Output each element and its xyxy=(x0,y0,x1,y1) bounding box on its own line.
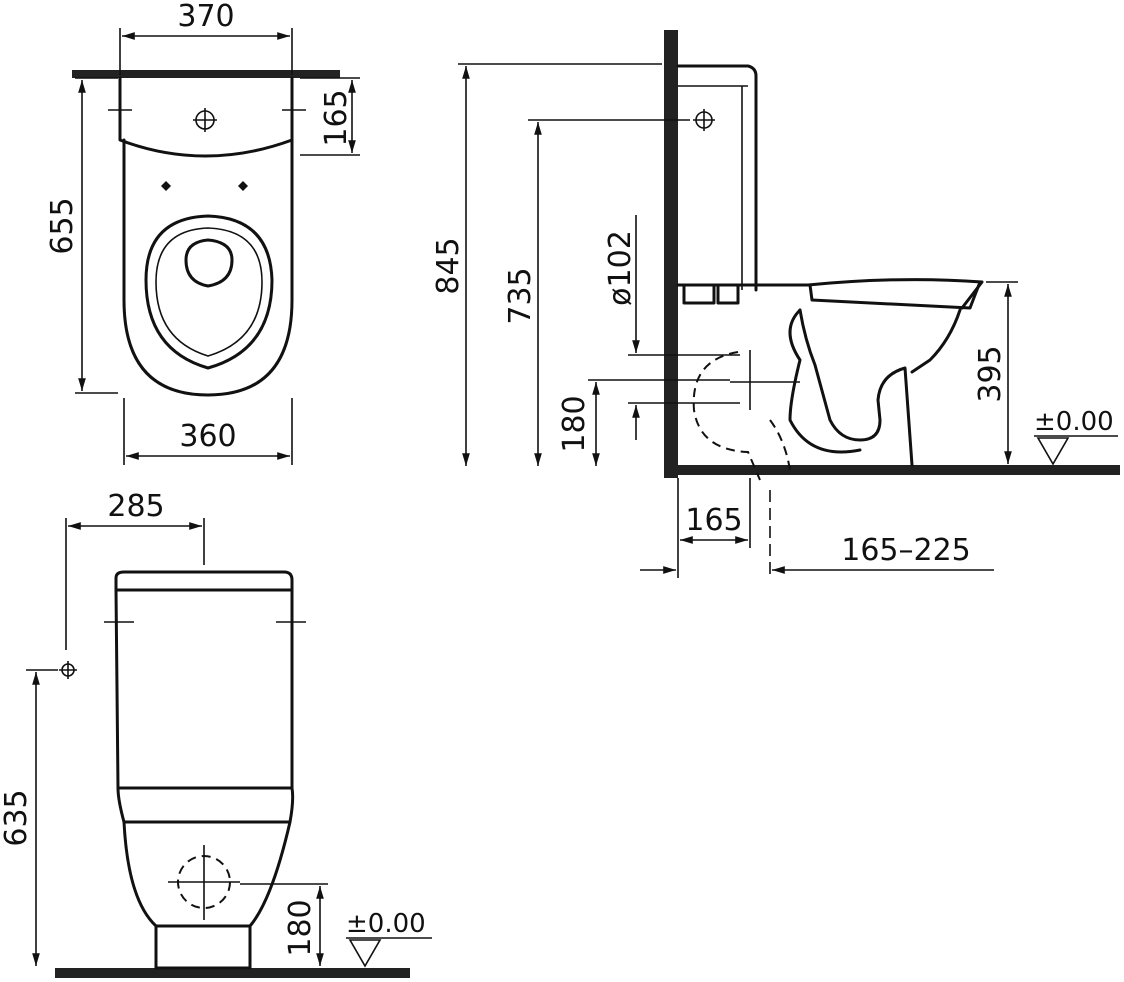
side-view-inlet-symbol xyxy=(693,109,715,131)
dim-655: 655 xyxy=(45,197,80,254)
dim-845: 845 xyxy=(431,237,466,294)
front-view-outlet-symbol xyxy=(168,845,240,920)
top-view-fixing-hole-left xyxy=(161,181,171,191)
dim-635: 635 xyxy=(0,789,34,846)
dim-370: 370 xyxy=(177,0,234,34)
side-view-seat xyxy=(676,280,982,310)
side-view-outlet-dashed xyxy=(692,351,791,481)
dim-735: 735 xyxy=(503,267,538,324)
side-view-cistern xyxy=(676,64,758,292)
top-view-water-area xyxy=(184,238,234,288)
dim-165-side: 165 xyxy=(685,503,742,538)
front-view: 285 635 180 ±0.00 xyxy=(0,489,432,978)
floor-level-triangle-front xyxy=(348,939,382,968)
top-view-cistern-outline xyxy=(118,76,294,158)
dim-360: 360 xyxy=(179,419,236,454)
front-view-cistern-lid xyxy=(114,570,294,592)
front-view-floor xyxy=(55,968,410,978)
floor-level-front: ±0.00 xyxy=(346,909,426,939)
top-view-bowl-outline xyxy=(122,138,294,397)
dim-180-front: 180 xyxy=(283,899,318,956)
top-view-rim-inner xyxy=(155,227,263,357)
dim-285: 285 xyxy=(107,489,164,524)
dim-180-side: 180 xyxy=(557,395,592,452)
side-view-floor xyxy=(664,465,1120,475)
top-view-rim xyxy=(144,214,274,370)
front-view-inlet-symbol xyxy=(59,661,77,679)
side-view: 845 735 ø102 180 395 ±0.00 165 165–225 xyxy=(431,30,1120,580)
dim-diameter-102: ø102 xyxy=(603,230,638,306)
front-view-pedestal xyxy=(154,924,252,970)
top-view-wall xyxy=(72,70,340,78)
floor-level-triangle-side xyxy=(1036,437,1070,466)
top-view-inlet-symbol xyxy=(193,108,217,132)
dim-395: 395 xyxy=(973,345,1008,402)
side-view-bowl xyxy=(798,308,914,467)
floor-level-side: ±0.00 xyxy=(1034,407,1114,437)
front-view-cistern xyxy=(114,588,294,790)
front-view-bowl xyxy=(116,786,295,824)
dim-165-225: 165–225 xyxy=(841,533,971,568)
side-view-wall xyxy=(664,30,678,478)
top-view-fixing-hole-right xyxy=(238,181,248,191)
top-view: 370 165 655 360 xyxy=(45,0,360,465)
dim-165-top: 165 xyxy=(319,89,354,146)
